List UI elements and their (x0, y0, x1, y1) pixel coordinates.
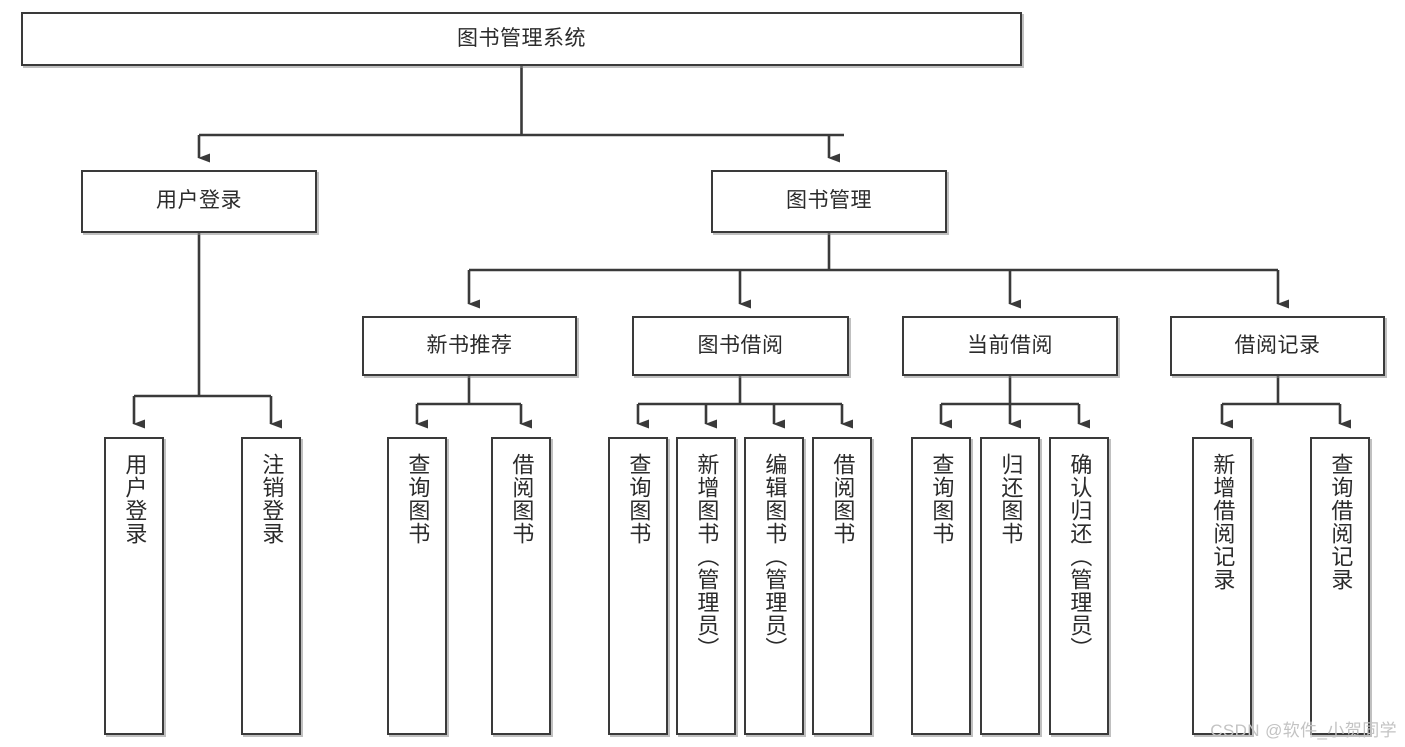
node-leaf-borrow-book-1[interactable]: 借阅图书 (491, 437, 551, 735)
node-user-login-label: 用户登录 (156, 189, 242, 213)
node-leaf-return-book[interactable]: 归还图书 (980, 437, 1040, 735)
node-leaf-user-logout-label: 注销登录 (259, 453, 285, 545)
node-root-label: 图书管理系统 (457, 26, 586, 50)
node-leaf-query-book-2[interactable]: 查询图书 (608, 437, 668, 735)
node-leaf-user-login-label: 用户登录 (122, 453, 148, 545)
node-new-book-rec-label: 新书推荐 (426, 333, 513, 357)
node-leaf-query-record[interactable]: 查询借阅记录 (1310, 437, 1370, 735)
node-leaf-user-logout[interactable]: 注销登录 (241, 437, 301, 735)
node-leaf-add-record-label: 新增借阅记录 (1210, 453, 1236, 591)
node-leaf-add-book-label: 新增图书（管理员） (694, 453, 720, 660)
node-leaf-query-book-1[interactable]: 查询图书 (387, 437, 447, 735)
node-leaf-borrow-book-1-label: 借阅图书 (509, 453, 535, 545)
node-leaf-edit-book[interactable]: 编辑图书（管理员） (744, 437, 804, 735)
node-current-borrow-label: 当前借阅 (967, 333, 1053, 357)
node-book-borrow[interactable]: 图书借阅 (632, 316, 849, 376)
node-leaf-add-record[interactable]: 新增借阅记录 (1192, 437, 1252, 735)
node-leaf-query-book-2-label: 查询图书 (626, 453, 652, 545)
node-user-login[interactable]: 用户登录 (81, 170, 317, 233)
node-leaf-confirm-return[interactable]: 确认归还（管理员） (1049, 437, 1109, 735)
node-leaf-borrow-book-2-label: 借阅图书 (830, 453, 856, 545)
node-book-borrow-label: 图书借阅 (697, 333, 784, 357)
node-leaf-edit-book-label: 编辑图书（管理员） (762, 453, 788, 660)
node-current-borrow[interactable]: 当前借阅 (902, 316, 1118, 376)
node-book-manage-label: 图书管理 (786, 189, 872, 213)
node-leaf-borrow-book-2[interactable]: 借阅图书 (812, 437, 872, 735)
node-leaf-add-book[interactable]: 新增图书（管理员） (676, 437, 736, 735)
node-borrow-record-label: 借阅记录 (1234, 333, 1321, 357)
node-leaf-query-book-3-label: 查询图书 (929, 453, 955, 545)
node-root[interactable]: 图书管理系统 (21, 12, 1022, 66)
node-borrow-record[interactable]: 借阅记录 (1170, 316, 1385, 376)
node-leaf-user-login[interactable]: 用户登录 (104, 437, 164, 735)
node-leaf-confirm-return-label: 确认归还（管理员） (1067, 453, 1093, 660)
node-leaf-query-record-label: 查询借阅记录 (1328, 453, 1354, 591)
node-leaf-query-book-3[interactable]: 查询图书 (911, 437, 971, 735)
node-leaf-query-book-1-label: 查询图书 (405, 453, 431, 545)
node-leaf-return-book-label: 归还图书 (998, 453, 1024, 545)
node-new-book-rec[interactable]: 新书推荐 (362, 316, 577, 376)
node-book-manage[interactable]: 图书管理 (711, 170, 947, 233)
